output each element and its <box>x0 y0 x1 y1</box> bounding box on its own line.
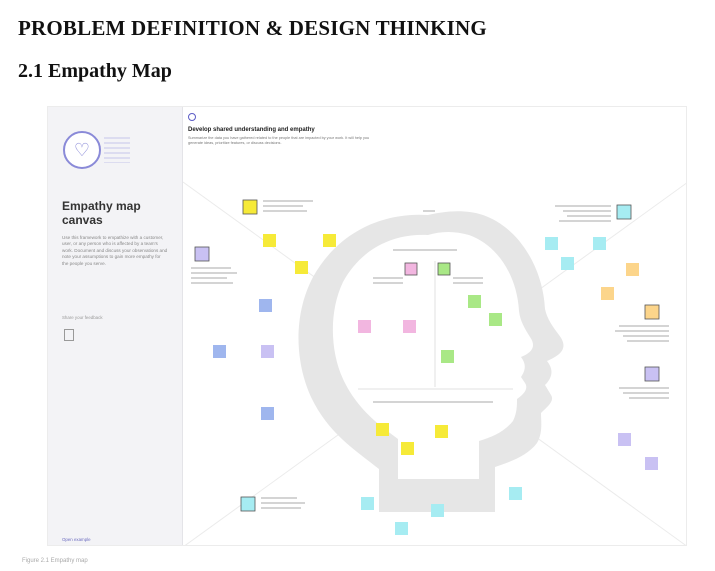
figure-caption: Figure 2.1 Empathy map <box>22 558 88 564</box>
sticky-note <box>645 457 658 470</box>
sticky-note <box>431 504 444 517</box>
open-example-link[interactable]: Open example <box>62 537 91 542</box>
sticky-note <box>403 320 416 333</box>
feels-quadrant-icon <box>404 262 418 276</box>
document-heading: PROBLEM DEFINITION & DESIGN THINKING <box>18 16 487 40</box>
sticky-note <box>401 442 414 455</box>
sticky-note <box>323 234 336 247</box>
document-icon <box>64 329 74 341</box>
sticky-note <box>545 237 558 250</box>
head-inner-panel <box>332 232 534 479</box>
thinks-quadrant-icon <box>194 246 210 262</box>
sticky-note <box>626 263 639 276</box>
canvas-sidebar: ♡ Empathy map canvas Use this framework … <box>48 107 183 545</box>
quadrant-text-placeholder <box>191 200 669 509</box>
does-quadrant-icon <box>644 366 660 382</box>
sticky-note <box>376 423 389 436</box>
sidebar-description: Use this framework to empathize with a c… <box>62 235 168 266</box>
pains-quadrant-icon <box>240 496 256 512</box>
canvas-description: Summarize the data you have gathered rel… <box>188 136 370 145</box>
sticky-note <box>295 261 308 274</box>
sticky-note <box>261 345 274 358</box>
hears-quadrant-icon <box>616 204 632 220</box>
canvas-logo-icon <box>188 113 196 121</box>
gains-quadrant-icon <box>437 262 451 276</box>
sticky-notes <box>213 234 658 535</box>
share-feedback-note: Share your feedback <box>62 315 103 320</box>
sticky-note <box>358 320 371 333</box>
sticky-note <box>435 425 448 438</box>
empathy-map-figure: ♡ Empathy map canvas Use this framework … <box>47 106 687 546</box>
sticky-note <box>261 407 274 420</box>
sticky-note <box>441 350 454 363</box>
sticky-note <box>259 299 272 312</box>
sticky-note <box>561 257 574 270</box>
says-quadrant-icon <box>242 199 258 215</box>
sticky-note <box>263 234 276 247</box>
sticky-note <box>361 497 374 510</box>
sidebar-title: Empathy map canvas <box>62 199 141 227</box>
sticky-note <box>601 287 614 300</box>
empathy-map-canvas <box>183 181 686 545</box>
canvas-title: Develop shared understanding and empathy <box>188 127 315 133</box>
sticky-note <box>468 295 481 308</box>
sticky-note <box>213 345 226 358</box>
sticky-note <box>395 522 408 535</box>
heart-icon: ♡ <box>63 131 101 169</box>
section-heading: 2.1 Empathy Map <box>18 60 172 82</box>
sees-quadrant-icon <box>644 304 660 320</box>
lines-decoration <box>104 137 130 163</box>
sticky-note <box>593 237 606 250</box>
sticky-note <box>509 487 522 500</box>
sticky-note <box>489 313 502 326</box>
sticky-note <box>618 433 631 446</box>
canvas-main: Develop shared understanding and empathy… <box>183 107 686 545</box>
